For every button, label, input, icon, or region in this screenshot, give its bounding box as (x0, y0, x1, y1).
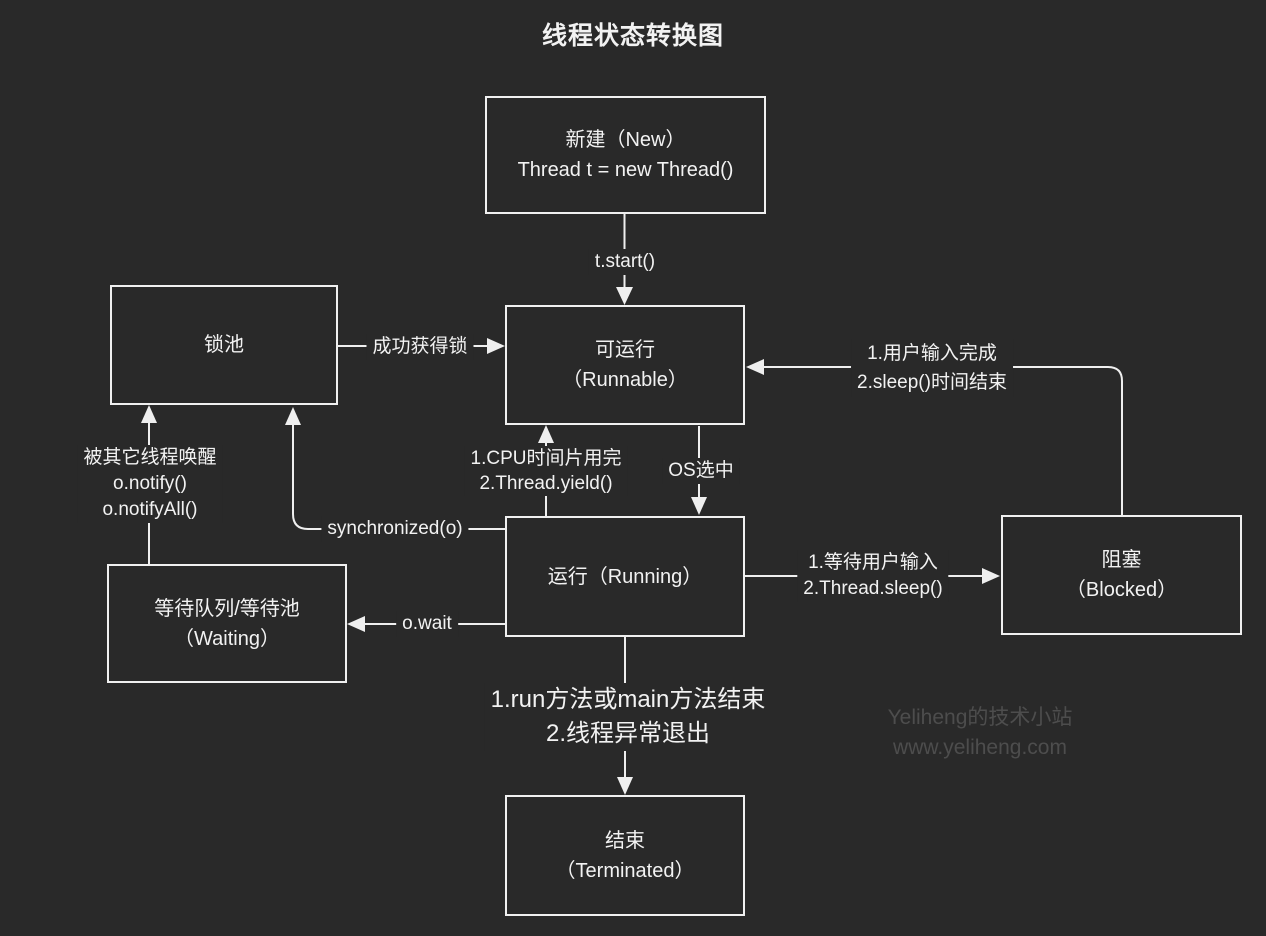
edge-label-to-blocked: 1.等待用户输入 2.Thread.sleep() (797, 550, 949, 602)
node-waiting: 等待队列/等待池 （Waiting） (107, 564, 347, 683)
arrowhead-blocked-to-runnable (746, 359, 764, 375)
watermark-url: www.yeliheng.com (893, 736, 1067, 759)
arrowhead-running-to-terminated (617, 777, 633, 795)
connector-running-to-lockpool (292, 422, 505, 530)
node-new-code: Thread t = new Thread() (517, 159, 734, 181)
node-waiting-subtitle: （Waiting） (174, 627, 280, 650)
node-running-title: 运行（Running） (547, 565, 703, 588)
node-new-title: 新建（New） (565, 129, 686, 151)
node-runnable-title: 可运行 (595, 339, 655, 361)
edge-label-to-terminated: 1.run方法或main方法结束 2.线程异常退出 (484, 683, 772, 751)
node-new: 新建（New） Thread t = new Thread() (485, 96, 766, 214)
node-blocked-subtitle: （Blocked） (1065, 579, 1178, 601)
arrowhead-running-to-waiting (347, 616, 365, 632)
diagram-title: 线程状态转换图 (541, 22, 724, 50)
arrowhead-lockpool-to-runnable (487, 338, 505, 354)
node-lock-pool-title: 锁池 (204, 334, 244, 356)
watermark-site-name: Yeliheng的技术小站 (887, 706, 1073, 729)
node-terminated-subtitle: （Terminated） (555, 859, 695, 882)
arrowhead-running-to-runnable (538, 425, 554, 443)
edge-label-synchronized: synchronized(o) (321, 516, 469, 542)
arrowhead-waiting-to-lockpool (141, 405, 157, 423)
edge-label-t-start: t.start() (588, 249, 662, 275)
edge-label-blocked-to-runnable: 1.用户输入完成 2.sleep()时间结束 (851, 339, 1013, 397)
arrowhead-running-to-lockpool (285, 407, 301, 425)
edge-label-o-wait: o.wait (396, 611, 458, 637)
edge-label-acquire-lock: 成功获得锁 (366, 334, 474, 360)
arrowhead-runnable-to-running (691, 497, 707, 515)
node-waiting-title: 等待队列/等待池 (154, 597, 300, 620)
node-terminated-title: 结束 (605, 829, 645, 852)
node-terminated: 结束 （Terminated） (505, 795, 745, 916)
node-runnable-subtitle: （Runnable） (562, 369, 688, 391)
node-lock-pool: 锁池 (110, 285, 338, 405)
connector-blocked-to-runnable (762, 366, 1123, 515)
edge-label-yield-to-runnable: 1.CPU时间片用完 2.Thread.yield() (464, 446, 628, 496)
node-blocked-title: 阻塞 (1101, 549, 1142, 571)
edge-label-os-select: OS选中 (662, 458, 740, 484)
node-running: 运行（Running） (505, 516, 745, 637)
arrowhead-new-to-runnable (616, 287, 633, 305)
edge-label-wake: 被其它线程唤醒 o.notify() o.notifyAll() (77, 445, 223, 523)
node-runnable: 可运行 （Runnable） (505, 305, 745, 425)
watermark: Yeliheng的技术小站 www.yeliheng.com (888, 703, 1073, 763)
arrowhead-running-to-blocked (982, 568, 1000, 584)
node-blocked: 阻塞 （Blocked） (1001, 515, 1242, 635)
